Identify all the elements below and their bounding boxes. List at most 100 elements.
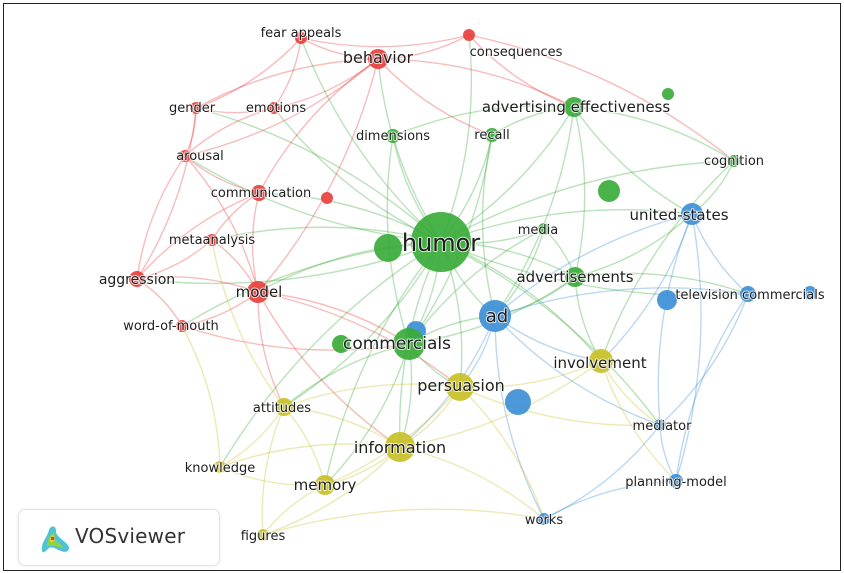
node-label-communication[interactable]: communication <box>210 185 313 202</box>
node-label-advertising-effectiveness[interactable]: advertising effectiveness <box>481 97 672 117</box>
node-label-media[interactable]: media <box>517 222 560 239</box>
node-unlabeled-1[interactable] <box>374 234 402 262</box>
node-label-television-commercials[interactable]: television commercials <box>674 287 826 304</box>
network-map[interactable]: fear appeals consequences behavior gender em… <box>4 4 840 570</box>
link-model-information <box>257 291 401 448</box>
link-behavior-communication <box>258 58 379 194</box>
node-recall[interactable] <box>485 128 499 142</box>
vosviewer-logo-badge: VOSviewer <box>18 509 220 566</box>
node-unlabeled-6[interactable] <box>803 286 817 300</box>
node-commercials[interactable] <box>393 328 425 360</box>
node-label-word-of-mouth[interactable]: word-of-mouth <box>122 318 220 335</box>
node-word-of-mouth[interactable] <box>176 320 188 332</box>
node-unlabeled-2[interactable] <box>598 180 620 202</box>
node-figures[interactable] <box>257 529 269 541</box>
node-label-fear-appeals[interactable]: fear appeals <box>260 25 343 42</box>
node-model[interactable] <box>247 281 269 303</box>
node-united-states[interactable] <box>681 203 703 225</box>
node-unlabeled-4[interactable] <box>332 335 350 353</box>
link-consequences-advertising-effectiveness <box>468 34 575 108</box>
node-involvement[interactable] <box>589 349 613 373</box>
node-dimensions[interactable] <box>386 129 400 143</box>
node-gender[interactable] <box>190 102 202 114</box>
node-label-mediator[interactable]: mediator <box>632 418 694 435</box>
link-humor-gender <box>195 107 442 243</box>
node-attitudes[interactable] <box>275 398 293 416</box>
node-consequences[interactable] <box>463 29 475 41</box>
node-emotions[interactable] <box>268 102 280 114</box>
link-attitudes-knowledge <box>219 406 285 468</box>
node-label-behavior[interactable]: behavior <box>342 47 415 68</box>
node-label-memory[interactable]: memory <box>293 475 358 495</box>
node-label-commercials[interactable]: commercials <box>342 333 452 355</box>
node-layer <box>129 29 817 541</box>
link-ad-works <box>494 315 545 520</box>
link-recall-ad <box>481 134 496 317</box>
node-information[interactable] <box>385 432 415 462</box>
node-media[interactable] <box>538 223 550 235</box>
node-label-persuasion[interactable]: persuasion <box>416 375 506 396</box>
node-unlabeled-7[interactable] <box>505 389 531 415</box>
link-humor-fear-appeals <box>300 37 442 243</box>
node-advertisements[interactable] <box>565 267 585 287</box>
link-ad-television-commercials <box>494 287 749 317</box>
node-memory[interactable] <box>315 475 335 495</box>
vosviewer-density-icon <box>41 526 70 553</box>
node-cognition[interactable] <box>728 155 740 167</box>
node-label-united-states[interactable]: united-states <box>628 205 729 225</box>
node-fear-appeals[interactable] <box>295 32 307 44</box>
node-ad[interactable] <box>479 300 511 332</box>
node-label-ad[interactable]: ad <box>485 305 509 328</box>
node-label-dimensions[interactable]: dimensions <box>355 128 431 145</box>
link-aggression-communication <box>136 192 260 280</box>
link-united-states-involvement <box>600 213 693 362</box>
node-label-gender[interactable]: gender <box>168 100 217 117</box>
node-unlabeled-5[interactable] <box>657 290 677 310</box>
node-label-aggression[interactable]: aggression <box>98 271 176 289</box>
node-label-humor[interactable]: humor <box>401 228 481 258</box>
node-unlabeled-3[interactable] <box>662 88 674 100</box>
link-model-persuasion <box>257 291 461 388</box>
node-label-information[interactable]: information <box>353 437 447 458</box>
node-label-recall[interactable]: recall <box>473 127 510 144</box>
node-advertising-effectiveness[interactable] <box>564 97 584 117</box>
node-arousal[interactable] <box>179 150 191 162</box>
node-aggression[interactable] <box>129 271 145 287</box>
node-behavior[interactable] <box>368 49 388 69</box>
node-metaanalysis[interactable] <box>206 234 218 246</box>
node-label-knowledge[interactable]: knowledge <box>184 460 256 477</box>
node-humor[interactable] <box>411 212 471 272</box>
node-label-advertisements[interactable]: advertisements <box>515 267 634 287</box>
node-planning-model[interactable] <box>669 474 683 488</box>
link-advertising-effectiveness-united-states <box>573 106 693 215</box>
node-persuasion[interactable] <box>446 373 474 401</box>
link-advertising-effectiveness-ad <box>494 106 575 317</box>
link-attitudes-figures <box>261 406 285 536</box>
node-works[interactable] <box>538 513 550 525</box>
node-label-model[interactable]: model <box>235 282 284 302</box>
link-united-states-mediator <box>657 213 693 426</box>
node-label-attitudes[interactable]: attitudes <box>252 400 312 417</box>
link-commercials-memory <box>324 343 410 486</box>
link-aggression-metaanalysis <box>136 239 213 280</box>
node-label-consequences[interactable]: consequences <box>469 44 564 61</box>
node-label-metaanalysis[interactable]: metaanalysis <box>168 232 257 249</box>
node-label-emotions[interactable]: emotions <box>245 100 308 117</box>
node-label-involvement[interactable]: involvement <box>552 353 647 373</box>
node-unlabeled-0[interactable] <box>321 192 333 204</box>
link-advertisements-involvement <box>574 276 602 362</box>
link-fear-appeals-consequences <box>300 34 470 48</box>
link-humor-united-states <box>440 209 693 243</box>
link-humor-mediator <box>440 241 661 426</box>
node-label-planning-model[interactable]: planning-model <box>624 474 728 491</box>
node-knowledge[interactable] <box>214 461 226 473</box>
link-ad-united-states <box>494 213 693 317</box>
node-label-arousal[interactable]: arousal <box>175 148 225 165</box>
node-television-commercials[interactable] <box>740 286 756 302</box>
link-persuasion-involvement <box>459 360 602 389</box>
node-label-cognition[interactable]: cognition <box>703 153 765 170</box>
node-mediator[interactable] <box>654 419 666 431</box>
node-label-works[interactable]: works <box>524 512 564 529</box>
node-label-figures[interactable]: figures <box>240 528 287 545</box>
node-communication[interactable] <box>251 185 267 201</box>
